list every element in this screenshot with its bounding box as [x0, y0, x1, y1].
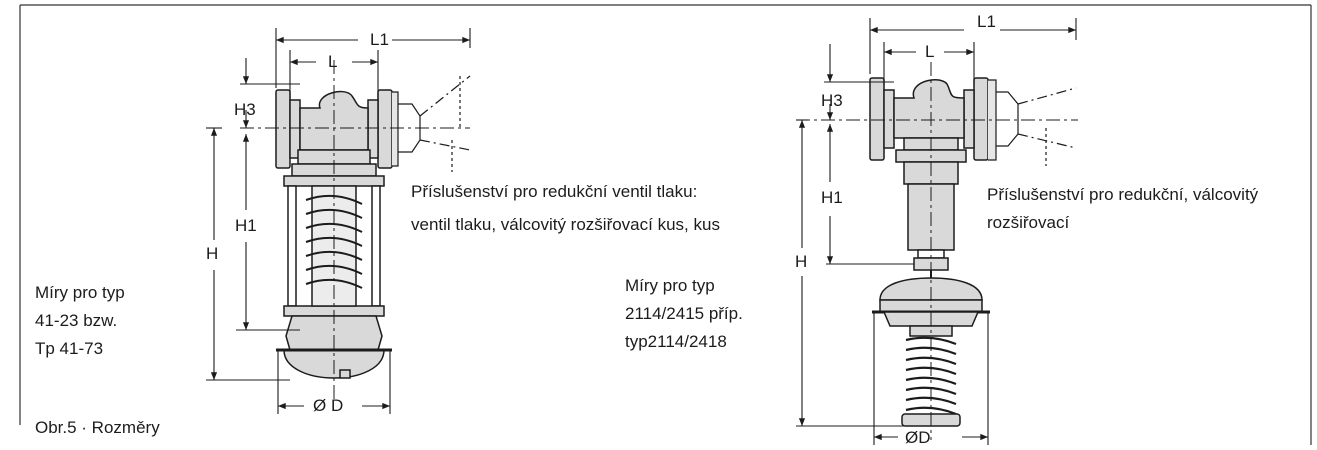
- left-dim-l-label: L: [328, 52, 338, 71]
- right-valve-drawing: [869, 77, 990, 427]
- left-measure-line-1: Míry pro typ: [35, 283, 125, 302]
- right-accessory-label: Příslušenství pro redukční, válcovitý ro…: [987, 184, 1258, 234]
- left-measure-label: Míry pro typ 41-23 bzw. Tp 41-73: [35, 282, 125, 360]
- right-measure-label: Míry pro typ 2114/2415 příp. typ2114/241…: [625, 275, 743, 353]
- left-dimension-lines: [206, 28, 471, 414]
- figure-caption: Obr.5 · Rozměry: [35, 418, 160, 437]
- right-dim-h1-label: H1: [821, 188, 843, 207]
- right-dim-l1-label: L1: [977, 12, 996, 31]
- left-dim-h-label: H: [206, 244, 219, 263]
- right-dim-h3-label: H3: [821, 91, 843, 110]
- right-dimension-lines: [796, 18, 1077, 445]
- left-valve-drawing: [275, 89, 393, 379]
- left-measure-line-3: Tp 41-73: [35, 339, 104, 358]
- left-accessory-outline: [392, 75, 471, 172]
- left-dim-l1-label: L1: [370, 30, 389, 49]
- right-dim-h-label: H: [795, 252, 808, 271]
- left-accessory-label: Příslušenství pro redukční ventil tlaku:…: [411, 181, 720, 236]
- right-measure-line-3: typ2114/2418: [625, 332, 727, 351]
- right-dim-l-label: L: [925, 42, 935, 61]
- right-accessory-line-1: Příslušenství pro redukční, válcovitý: [987, 185, 1259, 204]
- left-dim-h3-label: H3: [234, 100, 256, 119]
- page-frame: [19, 4, 1312, 445]
- right-measure-line-2: 2114/2415 příp.: [625, 304, 743, 323]
- left-dim-d-label: Ø D: [313, 396, 344, 415]
- right-accessory-outline: [988, 79, 1077, 166]
- left-dim-h1-label: H1: [235, 216, 257, 235]
- left-accessory-line-1: Příslušenství pro redukční ventil tlaku:: [411, 182, 698, 201]
- left-accessory-line-2: ventil tlaku, válcovitý rozšiřovací kus,…: [411, 215, 720, 234]
- right-accessory-line-2: rozšiřovací: [987, 213, 1070, 232]
- left-measure-line-2: 41-23 bzw.: [35, 311, 118, 330]
- right-dim-d-label: ØD: [905, 428, 931, 447]
- right-measure-line-1: Míry pro typ: [625, 276, 715, 295]
